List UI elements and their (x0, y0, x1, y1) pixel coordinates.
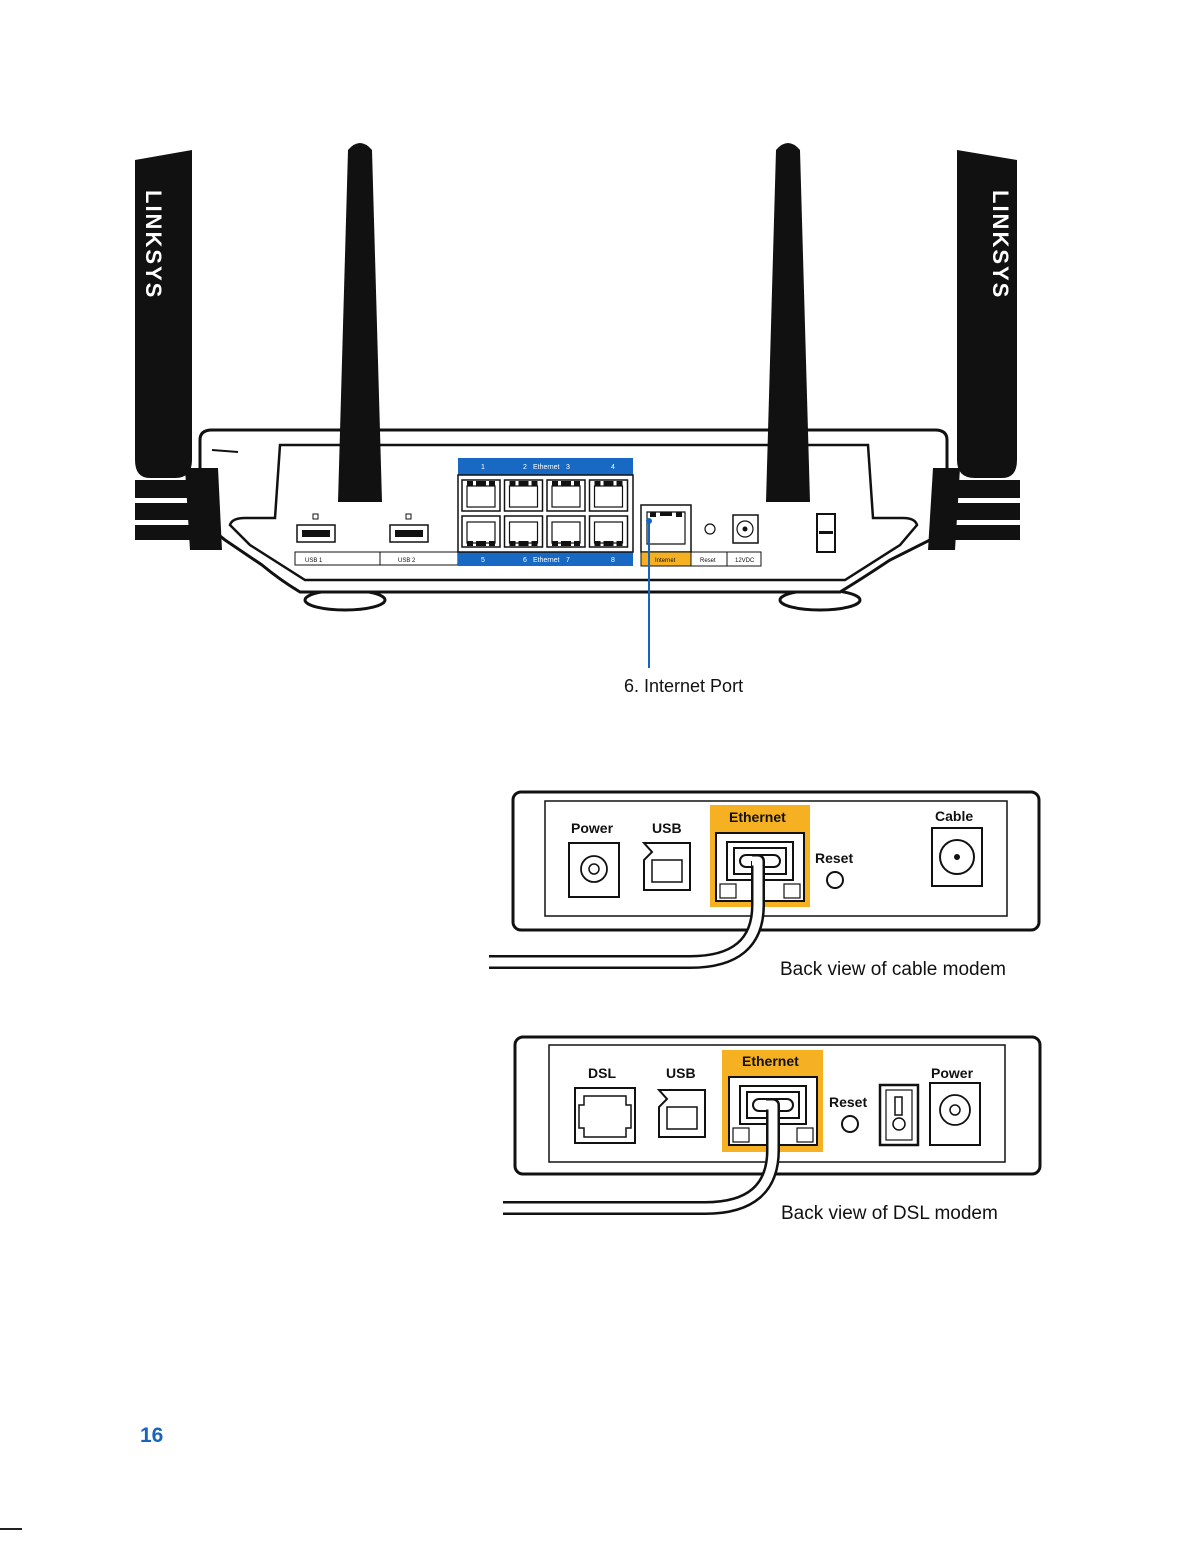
reset-button (705, 524, 715, 534)
cable-modem-reset-label: Reset (815, 850, 853, 866)
cable-modem-cable-label: Cable (935, 808, 973, 824)
power-label: 12VDC (735, 558, 755, 564)
dsl-modem-power-label: Power (931, 1065, 974, 1081)
dsl-modem-reset-button (842, 1116, 858, 1132)
ethernet-port (505, 480, 543, 511)
internet-label: Internet (655, 558, 676, 564)
antenna-left (338, 143, 382, 502)
power-switch (817, 514, 835, 552)
antenna-right (766, 143, 810, 502)
cable-modem-usb-label: USB (652, 820, 682, 836)
dsl-modem-dsl-port (575, 1088, 635, 1143)
cable-modem-ethernet-label: Ethernet (729, 809, 786, 825)
bottom-rule (0, 1528, 22, 1530)
router-right-stack (928, 468, 1020, 550)
brand-logo-right: LINKSYS (988, 190, 1013, 299)
cable-modem-power-label: Power (571, 820, 614, 836)
router-back-view: LINKSYS LINKSYS 1 2 Ethernet 3 4 5 6 Eth… (135, 143, 1020, 696)
eth-top-label: Ethernet (533, 464, 560, 471)
dsl-modem-ethernet-label: Ethernet (742, 1053, 799, 1069)
eth-bottom-label: Ethernet (533, 557, 560, 564)
dsl-modem-caption: Back view of DSL modem (781, 1203, 998, 1224)
cable-modem-reset-button (827, 872, 843, 888)
ethernet-port (462, 516, 500, 547)
dsl-modem-reset-label: Reset (829, 1094, 867, 1110)
cable-modem-coax-port (932, 828, 982, 886)
dsl-modem-back-view: DSL USB Ethernet Reset Power Back view o… (503, 1037, 1040, 1224)
power-jack (733, 515, 758, 543)
eth-port-label-1: 1 (481, 464, 485, 471)
eth-port-label-5: 5 (481, 557, 485, 564)
ethernet-port (590, 480, 628, 511)
reset-label: Reset (700, 558, 716, 564)
ethernet-port-block (458, 475, 633, 552)
eth-port-label-4: 4 (611, 464, 615, 471)
eth-port-label-7: 7 (566, 557, 570, 564)
callout-dot (646, 518, 652, 524)
usb-1-label: USB 1 (305, 558, 323, 564)
router-left-stack (135, 468, 222, 550)
dsl-modem-power-switch (880, 1085, 918, 1145)
brand-logo-left: LINKSYS (141, 190, 166, 299)
page-number: 16 (140, 1424, 163, 1448)
ethernet-port (462, 480, 500, 511)
cable-modem-caption: Back view of cable modem (780, 959, 1006, 980)
ethernet-port (547, 480, 585, 511)
cable-modem-usb-port (644, 843, 690, 890)
usb-2-label: USB 2 (398, 558, 416, 564)
dsl-modem-usb-port (659, 1090, 705, 1137)
dsl-modem-power-port (930, 1083, 980, 1145)
internet-port-callout: 6. Internet Port (624, 676, 743, 696)
dsl-modem-dsl-label: DSL (588, 1065, 616, 1081)
ethernet-port (547, 516, 585, 547)
ethernet-port (590, 516, 628, 547)
eth-port-label-3: 3 (566, 464, 570, 471)
eth-port-label-8: 8 (611, 557, 615, 564)
eth-port-label-6: 6 (523, 557, 527, 564)
ethernet-port (505, 516, 543, 547)
eth-port-label-2: 2 (523, 464, 527, 471)
cable-modem-back-view: Power USB Ethernet Reset Cable Back view… (489, 792, 1039, 980)
cable-modem-power-port (569, 843, 619, 897)
dsl-modem-usb-label: USB (666, 1065, 696, 1081)
